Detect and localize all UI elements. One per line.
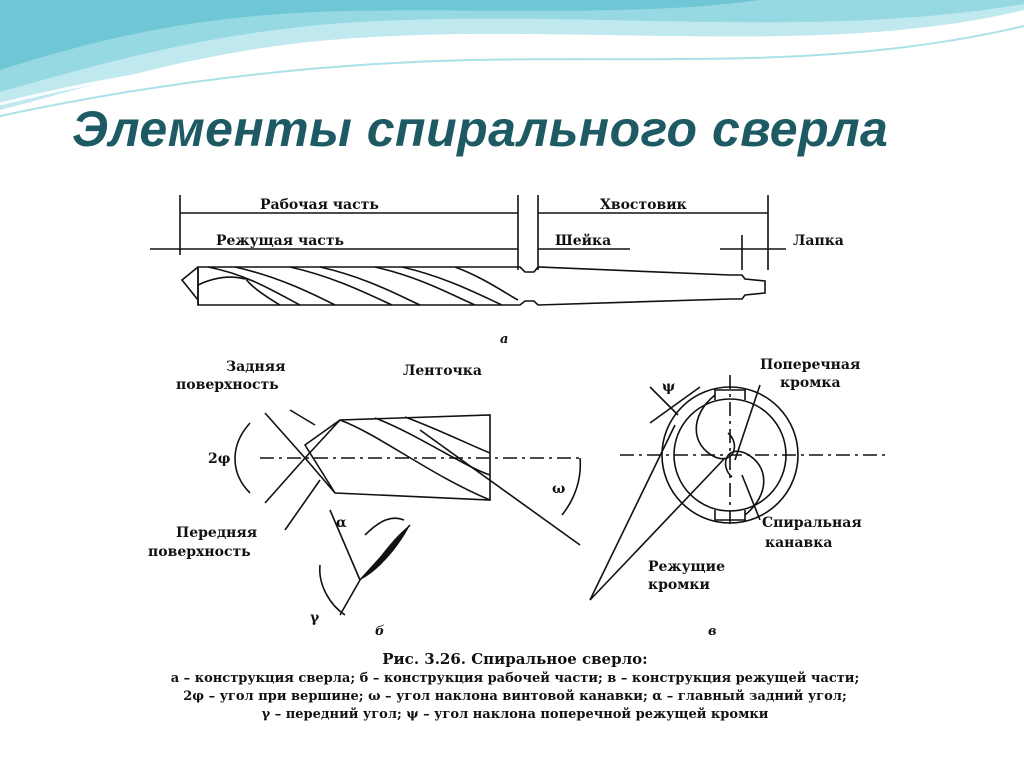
label-rake-1: Передняя bbox=[176, 525, 257, 541]
label-psi: ψ bbox=[662, 379, 675, 395]
label-flute-1: Спиральная bbox=[762, 515, 862, 531]
drill-diagram: Рабочая часть Хвостовик Режущая часть Ше… bbox=[148, 195, 890, 639]
working-part-view bbox=[234, 409, 582, 616]
sublabel-a: а bbox=[500, 332, 508, 347]
caption-title: Рис. 3.26. Спиральное сверло: bbox=[382, 650, 648, 668]
label-neck: Шейка bbox=[555, 232, 611, 249]
label-alpha: α bbox=[336, 515, 347, 531]
caption-line: а – конструкция сверла; б – конструкция … bbox=[170, 671, 860, 686]
label-cutting-part: Режущая часть bbox=[216, 233, 344, 249]
background-waves bbox=[0, 0, 1024, 117]
label-omega: ω bbox=[552, 481, 565, 497]
label-working-part: Рабочая часть bbox=[260, 197, 379, 213]
label-edges-2: кромки bbox=[648, 577, 710, 593]
slide-title: Элементы спирального сверла bbox=[72, 101, 889, 157]
cutting-part-end-view bbox=[589, 375, 890, 601]
caption-line: 2φ – угол при вершине; ω – угол наклона … bbox=[183, 689, 847, 704]
label-tang: Лапка bbox=[793, 233, 844, 249]
figure-caption: Рис. 3.26. Спиральное сверло: а – констр… bbox=[130, 650, 900, 724]
label-margin: Ленточка bbox=[403, 363, 482, 379]
drill-full-view bbox=[150, 195, 786, 306]
sublabel-b: б bbox=[375, 624, 385, 639]
label-2phi: 2φ bbox=[208, 451, 230, 467]
label-shank: Хвостовик bbox=[600, 197, 687, 213]
sublabel-c: в bbox=[708, 624, 717, 639]
label-flank-2: поверхность bbox=[176, 377, 279, 393]
label-chisel-2: кромка bbox=[780, 375, 841, 391]
label-edges-1: Режущие bbox=[648, 559, 725, 575]
label-flank-1: Задняя bbox=[226, 359, 285, 375]
label-rake-2: поверхность bbox=[148, 544, 251, 560]
caption-line: γ – передний угол; ψ – угол наклона попе… bbox=[261, 707, 769, 722]
label-gamma: γ bbox=[310, 610, 320, 626]
label-flute-2: канавка bbox=[765, 535, 832, 551]
label-chisel-1: Поперечная bbox=[760, 357, 860, 373]
